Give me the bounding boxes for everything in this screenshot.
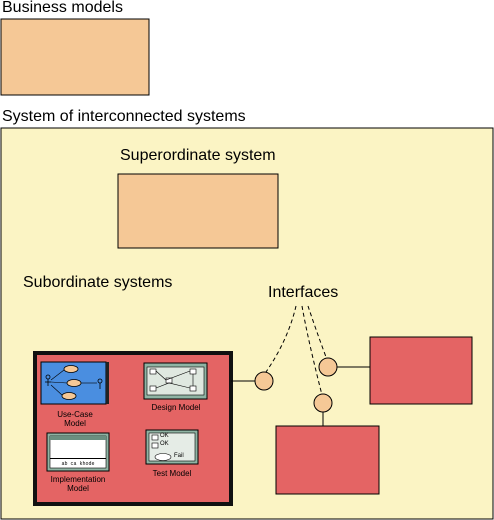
test-ok-1: OK <box>160 433 169 439</box>
superordinate-system-box <box>117 173 279 249</box>
subordinate-systems-title: Subordinate systems <box>23 274 173 291</box>
business-models-box <box>0 18 150 96</box>
use-case-model-label: Use-Case Model <box>57 410 93 428</box>
superordinate-system-title: Superordinate system <box>120 147 276 164</box>
system-of-systems-title: System of interconnected systems <box>2 108 246 125</box>
interface-circle-bottom <box>313 393 333 413</box>
test-fail: Fail <box>174 453 184 459</box>
interfaces-title: Interfaces <box>268 284 339 301</box>
test-model-label: Test Model <box>152 469 192 478</box>
test-ok-2: OK <box>160 441 169 447</box>
interfaces-pointer-2 <box>301 305 323 396</box>
subordinate-system-right <box>369 336 473 405</box>
interfaces-pointer-1 <box>265 305 297 373</box>
implementation-model-icon: ab ca khode <box>46 432 110 472</box>
implementation-model-label: Implementation Model <box>50 475 106 493</box>
test-model-icon <box>145 429 199 465</box>
design-model-icon <box>143 362 208 400</box>
svg-text:ab ca khode: ab ca khode <box>61 461 94 467</box>
interface-circle-main <box>254 371 274 391</box>
subordinate-system-bottom <box>275 425 380 495</box>
design-model-label: Design Model <box>151 403 201 412</box>
interface-circle-right <box>318 357 338 377</box>
use-case-model-icon <box>40 361 109 405</box>
business-models-title: Business models <box>2 0 123 16</box>
interfaces-pointer-3 <box>307 305 327 358</box>
